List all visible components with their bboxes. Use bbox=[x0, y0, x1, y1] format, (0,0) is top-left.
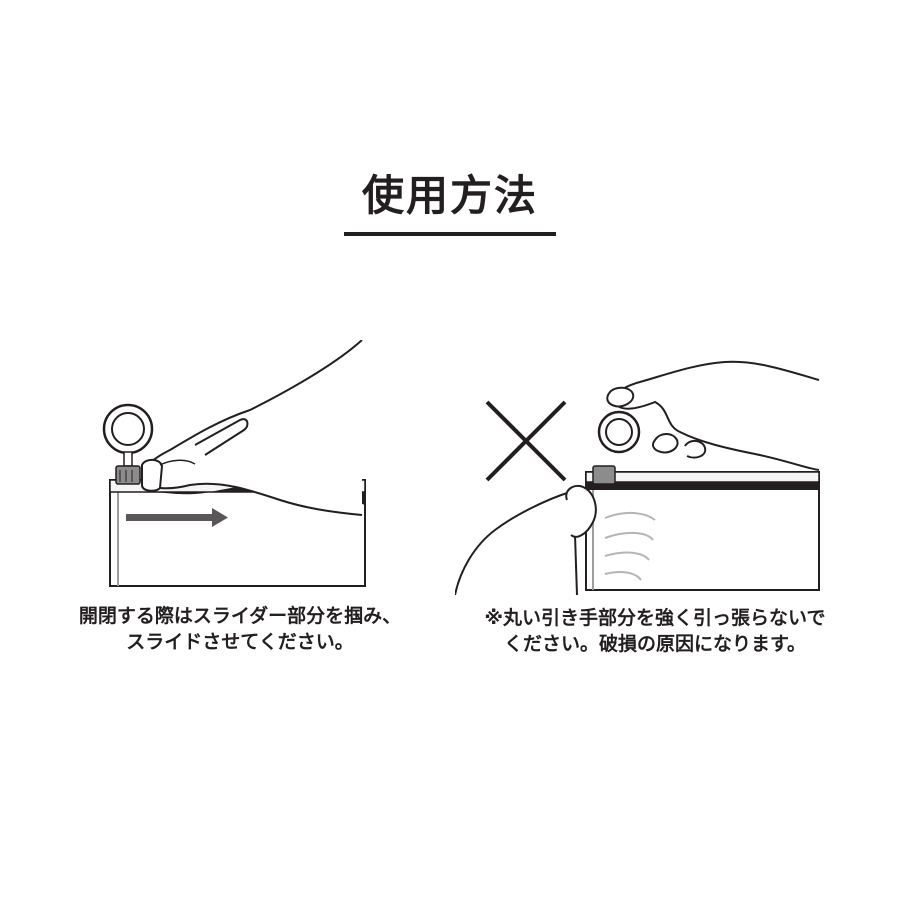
right-caption: ※丸い引き手部分を強く引っ張らないで ください。破損の原因になります。 bbox=[445, 605, 865, 657]
right-caption-line1: ※丸い引き手部分を強く引っ張らないで bbox=[484, 607, 826, 629]
correct-usage-illustration bbox=[102, 340, 366, 587]
left-caption: 開閉する際はスライダー部分を掴み、 スライドさせてください。 bbox=[40, 603, 440, 655]
left-illustration bbox=[100, 340, 370, 590]
right-illustration bbox=[455, 350, 825, 595]
page-title: 使用方法 bbox=[361, 171, 538, 220]
left-caption-line2: スライドさせてください。 bbox=[126, 631, 354, 653]
title-underline bbox=[344, 232, 556, 236]
left-caption-line1: 開閉する際はスライダー部分を掴み、 bbox=[78, 605, 402, 627]
right-caption-line2: ください。破損の原因になります。 bbox=[503, 633, 807, 655]
incorrect-usage-illustration bbox=[455, 360, 820, 595]
